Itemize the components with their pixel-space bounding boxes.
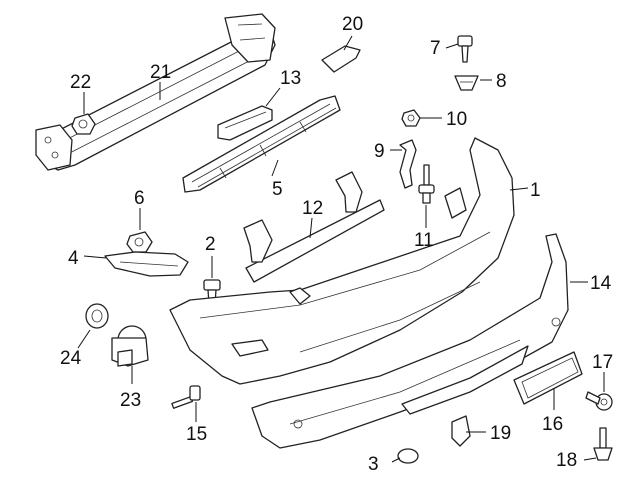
callout-12: 12 bbox=[302, 198, 323, 219]
part-1-bumper-cover bbox=[169, 137, 515, 385]
part-13-bracket bbox=[217, 105, 273, 141]
part-24-grommet bbox=[85, 303, 109, 329]
leader-lines bbox=[77, 35, 605, 463]
part-23-sensor bbox=[111, 325, 149, 367]
callout-17: 17 bbox=[592, 352, 613, 373]
callout-18: 18 bbox=[556, 450, 577, 471]
part-7-bolt bbox=[457, 35, 473, 63]
callout-23: 23 bbox=[120, 390, 141, 411]
callout-24: 24 bbox=[60, 348, 82, 369]
callout-7: 7 bbox=[430, 38, 441, 59]
part-9-bracket bbox=[399, 139, 417, 189]
part-12-mounting-rail bbox=[243, 171, 385, 283]
callout-2: 2 bbox=[205, 234, 216, 255]
part-16-license-bracket bbox=[513, 351, 583, 405]
part-10-nut bbox=[401, 109, 421, 127]
part-6-nut bbox=[126, 231, 153, 253]
callout-22: 22 bbox=[70, 72, 91, 93]
part-22-nut bbox=[71, 113, 96, 135]
part-18-stud bbox=[593, 427, 613, 461]
callout-11: 11 bbox=[414, 230, 434, 251]
part-11-stud bbox=[418, 164, 435, 204]
callout-13: 13 bbox=[280, 68, 301, 89]
callout-10: 10 bbox=[446, 109, 467, 130]
callout-3: 3 bbox=[368, 454, 379, 475]
callout-8: 8 bbox=[496, 71, 507, 92]
callout-1: 1 bbox=[530, 180, 541, 201]
callout-21: 21 bbox=[150, 62, 171, 83]
part-21-impact-bar bbox=[35, 13, 276, 171]
callout-9: 9 bbox=[374, 141, 385, 162]
callout-20: 20 bbox=[342, 14, 363, 35]
part-14-lower-valance bbox=[251, 233, 569, 449]
part-5-absorber bbox=[182, 95, 341, 193]
part-15-retainer bbox=[171, 385, 201, 409]
callout-14: 14 bbox=[590, 273, 612, 294]
callout-4: 4 bbox=[68, 248, 79, 269]
part-19-clip bbox=[451, 415, 471, 447]
part-20-bracket bbox=[321, 45, 361, 73]
callout-5: 5 bbox=[272, 179, 283, 200]
callout-16: 16 bbox=[542, 414, 563, 435]
part-8-clip bbox=[454, 75, 479, 91]
callout-15: 15 bbox=[186, 424, 207, 445]
part-3-cap bbox=[397, 448, 419, 464]
part-17-bolt bbox=[585, 391, 613, 411]
part-4-bracket bbox=[104, 251, 189, 277]
callout-19: 19 bbox=[490, 423, 511, 444]
callout-6: 6 bbox=[134, 188, 145, 209]
